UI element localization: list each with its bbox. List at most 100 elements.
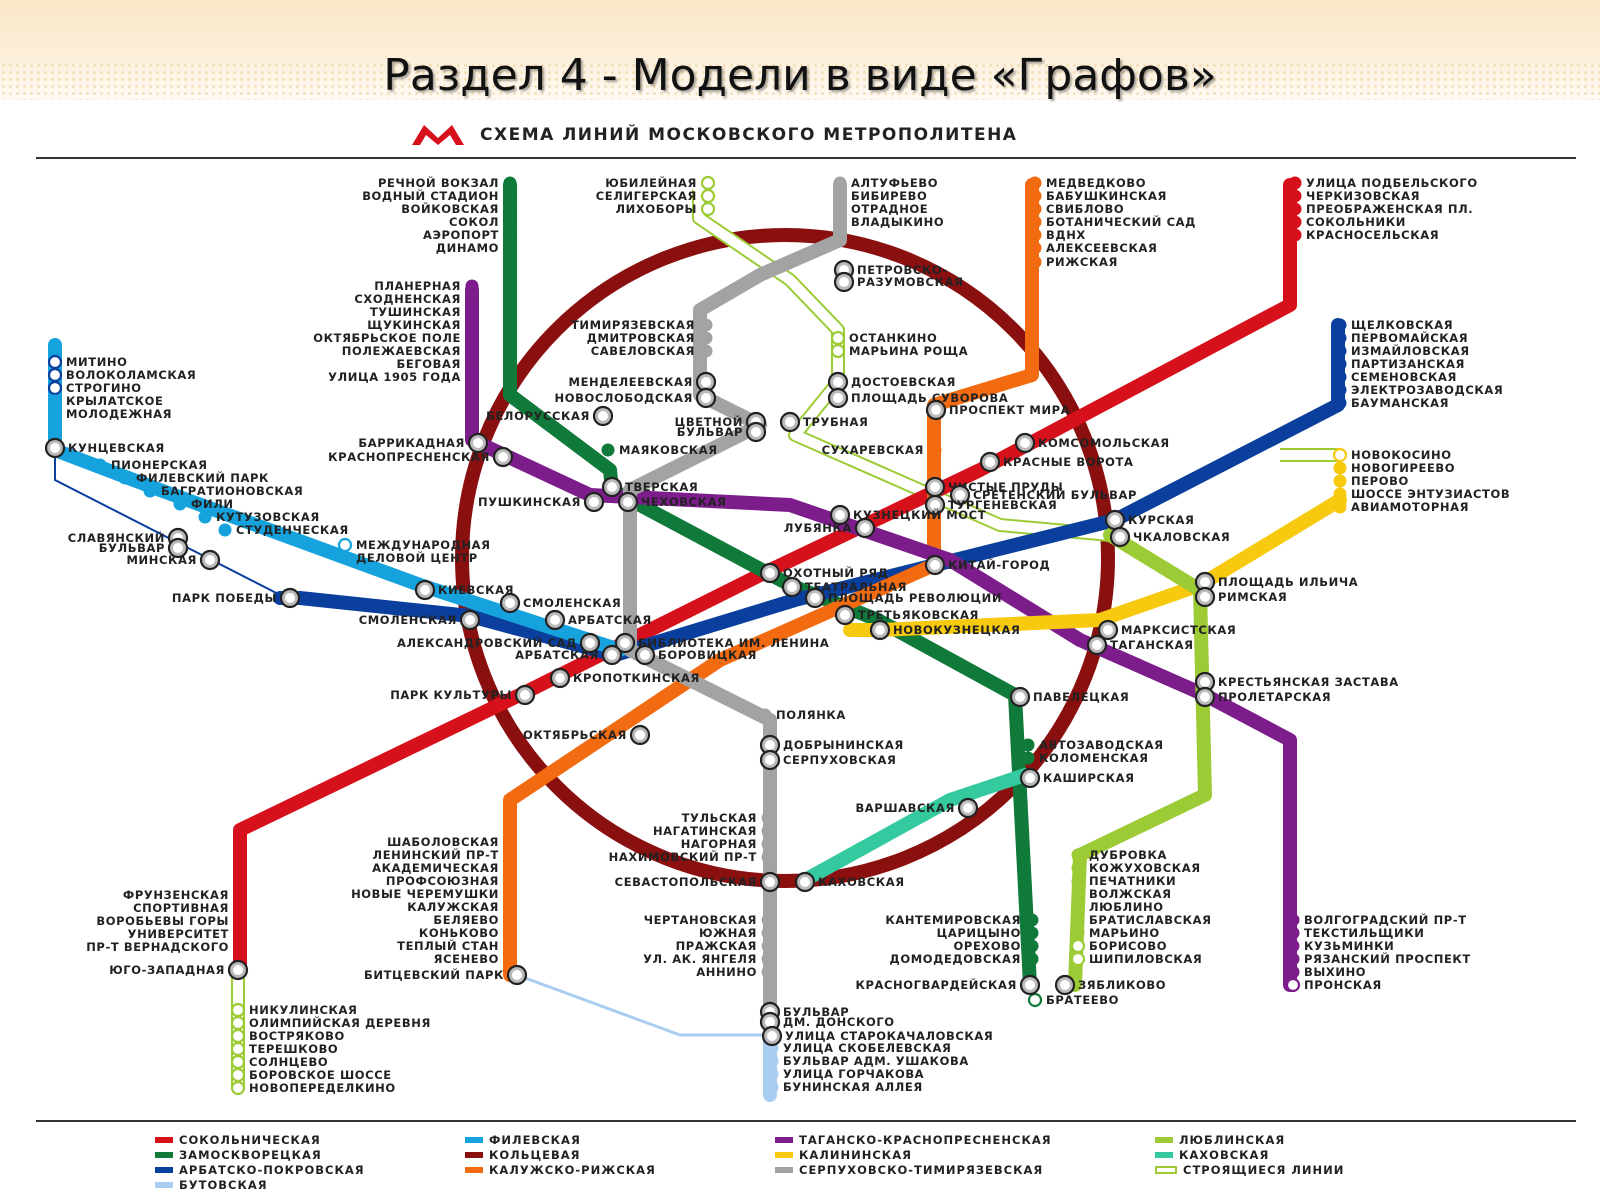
station-dot [47, 354, 63, 370]
interchange-dot-center [233, 965, 243, 975]
station-label: НОВОКУЗНЕЦКАЯ [893, 623, 1020, 637]
station-label: ПРОФСОЮЗНАЯ [386, 874, 499, 888]
station-label: ПАВЕЛЕЦКАЯ [1033, 690, 1129, 704]
interchange-dot-center [930, 560, 940, 570]
station-label: УЛИЦА ГОРЧАКОВА [783, 1067, 924, 1081]
station-dot [93, 458, 107, 472]
interchange-dot-center [50, 443, 60, 453]
station-label: СМОЛЕНСКАЯ [523, 596, 621, 610]
interchange-dot-center [1025, 980, 1035, 990]
interchange-dot-center [1115, 532, 1125, 542]
station-dot [218, 523, 232, 537]
station-dot [503, 228, 517, 242]
station-dot [833, 202, 847, 216]
station-label: УЛИЦА 1905 ГОДА [328, 370, 461, 384]
station-dot [1028, 241, 1042, 255]
station-dot [1025, 952, 1039, 966]
station-label: ОКТЯБРЬСКОЕ ПОЛЕ [313, 331, 461, 345]
station-dot [1333, 461, 1347, 475]
interchange-dot-center [810, 593, 820, 603]
station-label: ОХОТНЫЙ РЯД [783, 565, 889, 580]
station-dot [1071, 887, 1085, 901]
station-label: КРАСНОГВАРДЕЙСКАЯ [855, 977, 1017, 992]
interchange-dot-center [420, 585, 430, 595]
station-label: РЯЗАНСКИЙ ПРОСПЕКТ [1304, 951, 1471, 966]
station-dot [761, 965, 775, 979]
station-dot [233, 914, 247, 928]
station-dot [233, 888, 247, 902]
station-label: БУЛЬВАР АДМ. УШАКОВА [783, 1054, 969, 1068]
interchange-dot-center [785, 417, 795, 427]
station-dot [503, 887, 517, 901]
station-label: ФИЛЕВСКИЙ ПАРК [136, 470, 269, 485]
station-label: БОТАНИЧЕСКИЙ САД [1046, 214, 1196, 229]
station-label: ЧИСТЫЕ ПРУДЫ [948, 480, 1063, 494]
station-label: СЕЛИГЕРСКАЯ [596, 189, 697, 203]
station-dot [1028, 176, 1042, 190]
legend-swatch [155, 1152, 173, 1158]
station-dot [1333, 318, 1347, 332]
station-label: БУНИНСКАЯ АЛЛЕЯ [783, 1080, 923, 1094]
station-dot [1286, 965, 1300, 979]
station-label: ТИМИРЯЗЕВСКАЯ [571, 318, 695, 332]
station-label: ВОЙКОВСКАЯ [401, 201, 499, 216]
station-label: МЕНДЕЛЕЕВСКАЯ [569, 375, 693, 389]
station-dot [1333, 474, 1347, 488]
station-label: АВИАМОТОРНАЯ [1351, 500, 1469, 514]
interchange-dot-center [930, 482, 940, 492]
station-dot [699, 318, 713, 332]
legend-label: КОЛЬЦЕВАЯ [489, 1148, 581, 1162]
station-label: БАГРАТИОНОВСКАЯ [161, 484, 303, 498]
legend-label: СЕРПУХОВСКО-ТИМИРЯЗЕВСКАЯ [799, 1163, 1044, 1177]
station-label: КАЛУЖСКАЯ [407, 900, 499, 914]
legend-label: ФИЛЕВСКАЯ [489, 1133, 581, 1147]
station-dot [1286, 926, 1300, 940]
map-top-rule [36, 157, 1576, 159]
interchange-dot-center [640, 650, 650, 660]
station-label: БРАТЕЕВО [1046, 993, 1119, 1007]
station-label: ВЫХИНО [1304, 965, 1366, 979]
legend-item: СТРОЯЩИЕСЯ ЛИНИИ [1155, 1163, 1344, 1177]
station-dot [700, 188, 716, 204]
metro-logo-icon [412, 125, 464, 145]
station-label: ЛЕНИНСКИЙ ПР-Т [373, 847, 499, 862]
slide-title: Раздел 4 - Модели в виде «Графов» [383, 50, 1217, 101]
station-label: УЛИЦА СТАРОКАЧАЛОВСКАЯ [785, 1029, 993, 1043]
station-dot [503, 215, 517, 229]
station-dot [601, 443, 615, 457]
station-label: СЕРПУХОВСКАЯ [783, 753, 896, 767]
station-dot [465, 318, 479, 332]
station-dot [503, 926, 517, 940]
station-label: КИТАЙ-ГОРОД [948, 557, 1050, 572]
station-label: ТАГАНСКАЯ [1110, 638, 1194, 652]
interchange-dot-center [765, 1017, 775, 1027]
station-label: ПРАЖСКАЯ [676, 939, 757, 953]
legend-swatch [1155, 1137, 1173, 1143]
station-label: ВАРШАВСКАЯ [855, 801, 955, 815]
legend-swatch [775, 1152, 793, 1158]
station-dot [1028, 202, 1042, 216]
station-label: ПРОНСКАЯ [1304, 978, 1382, 992]
station-label: КОЛОМЕНСКАЯ [1039, 751, 1149, 765]
legend-label: СТРОЯЩИЕСЯ ЛИНИИ [1183, 1163, 1345, 1177]
station-label: ТРУБНАЯ [803, 415, 869, 429]
station-label: ЛИХОБОРЫ [615, 202, 697, 216]
map-header: СХЕМА ЛИНИЙ МОСКОВСКОГО МЕТРОПОЛИТЕНА [410, 120, 1017, 150]
station-dot [830, 330, 846, 346]
interchange-dot-center [875, 625, 885, 635]
legend-item: ЛЮБЛИНСКАЯ [1155, 1133, 1285, 1147]
interchange-dot-center [623, 497, 633, 507]
station-dot [503, 835, 517, 849]
legend-label: АРБАТСКО-ПОКРОВСКАЯ [179, 1163, 365, 1177]
station-label: БУЛЬВАР [783, 1005, 849, 1019]
station-label: ДОБРЫНИНСКАЯ [783, 738, 904, 752]
station-dot [833, 189, 847, 203]
station-dot [1333, 396, 1347, 410]
station-dot [503, 848, 517, 862]
station-dot [1288, 215, 1302, 229]
station-label: КРАСНОПРЕСНЕНСКАЯ [328, 450, 490, 464]
station-label: ПР-Т ВЕРНАДСКОГО [86, 940, 229, 954]
station-dot [761, 926, 775, 940]
interchange-dot-center [1103, 625, 1113, 635]
